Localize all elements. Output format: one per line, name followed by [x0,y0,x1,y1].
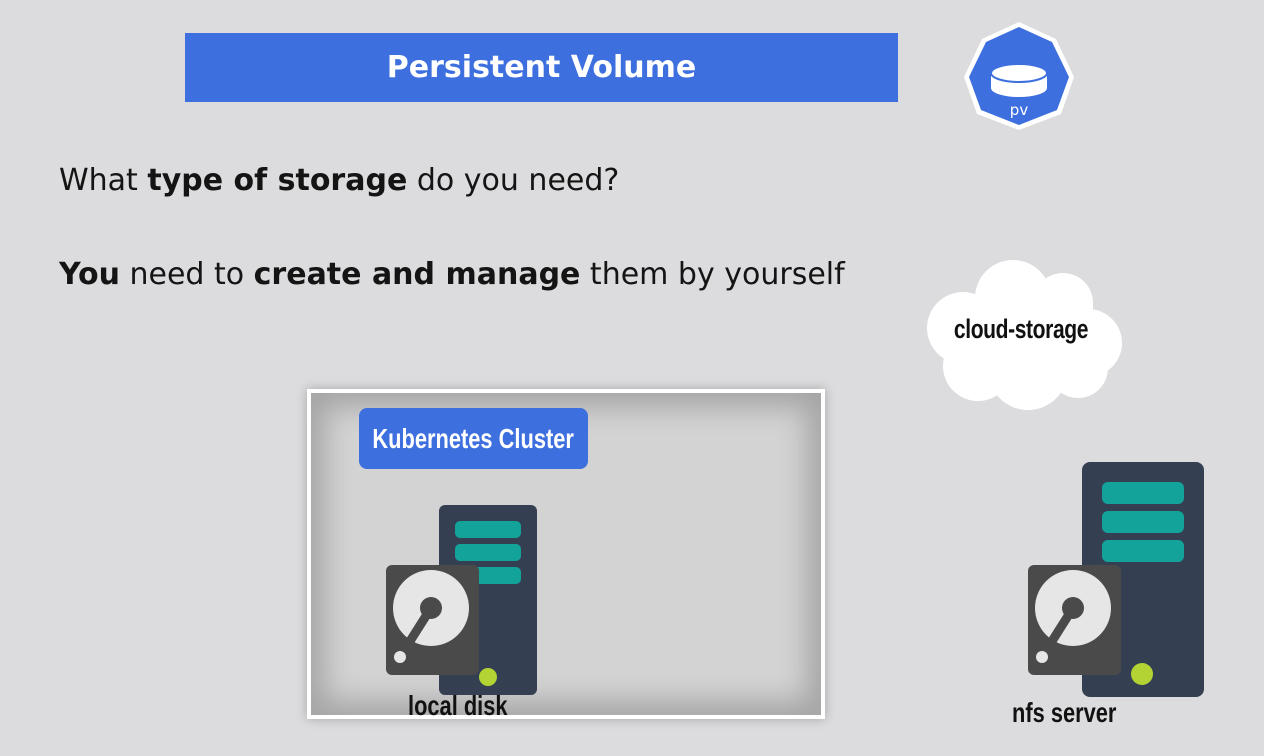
title-banner: Persistent Volume [185,33,898,102]
local-disk-label: local disk [408,690,508,721]
local-disk-server-icon [386,505,537,695]
nfs-server-icon [1028,462,1204,697]
pv-icon-label: pv [1010,101,1029,119]
hard-disk-icon [386,565,479,675]
cloud-icon [927,260,1122,410]
nfs-server-label: nfs server [1012,697,1117,728]
manage-statement: You need to create and manage them by yo… [59,257,845,292]
pv-icon: pv [964,22,1074,130]
hard-disk-icon [1028,565,1121,675]
storage-question: What type of storage do you need? [59,163,620,198]
cloud-storage-label: cloud-storage [953,314,1089,344]
cluster-badge: Kubernetes Cluster [359,408,588,469]
cluster-label: Kubernetes Cluster [372,422,575,454]
title-text: Persistent Volume [386,50,697,85]
